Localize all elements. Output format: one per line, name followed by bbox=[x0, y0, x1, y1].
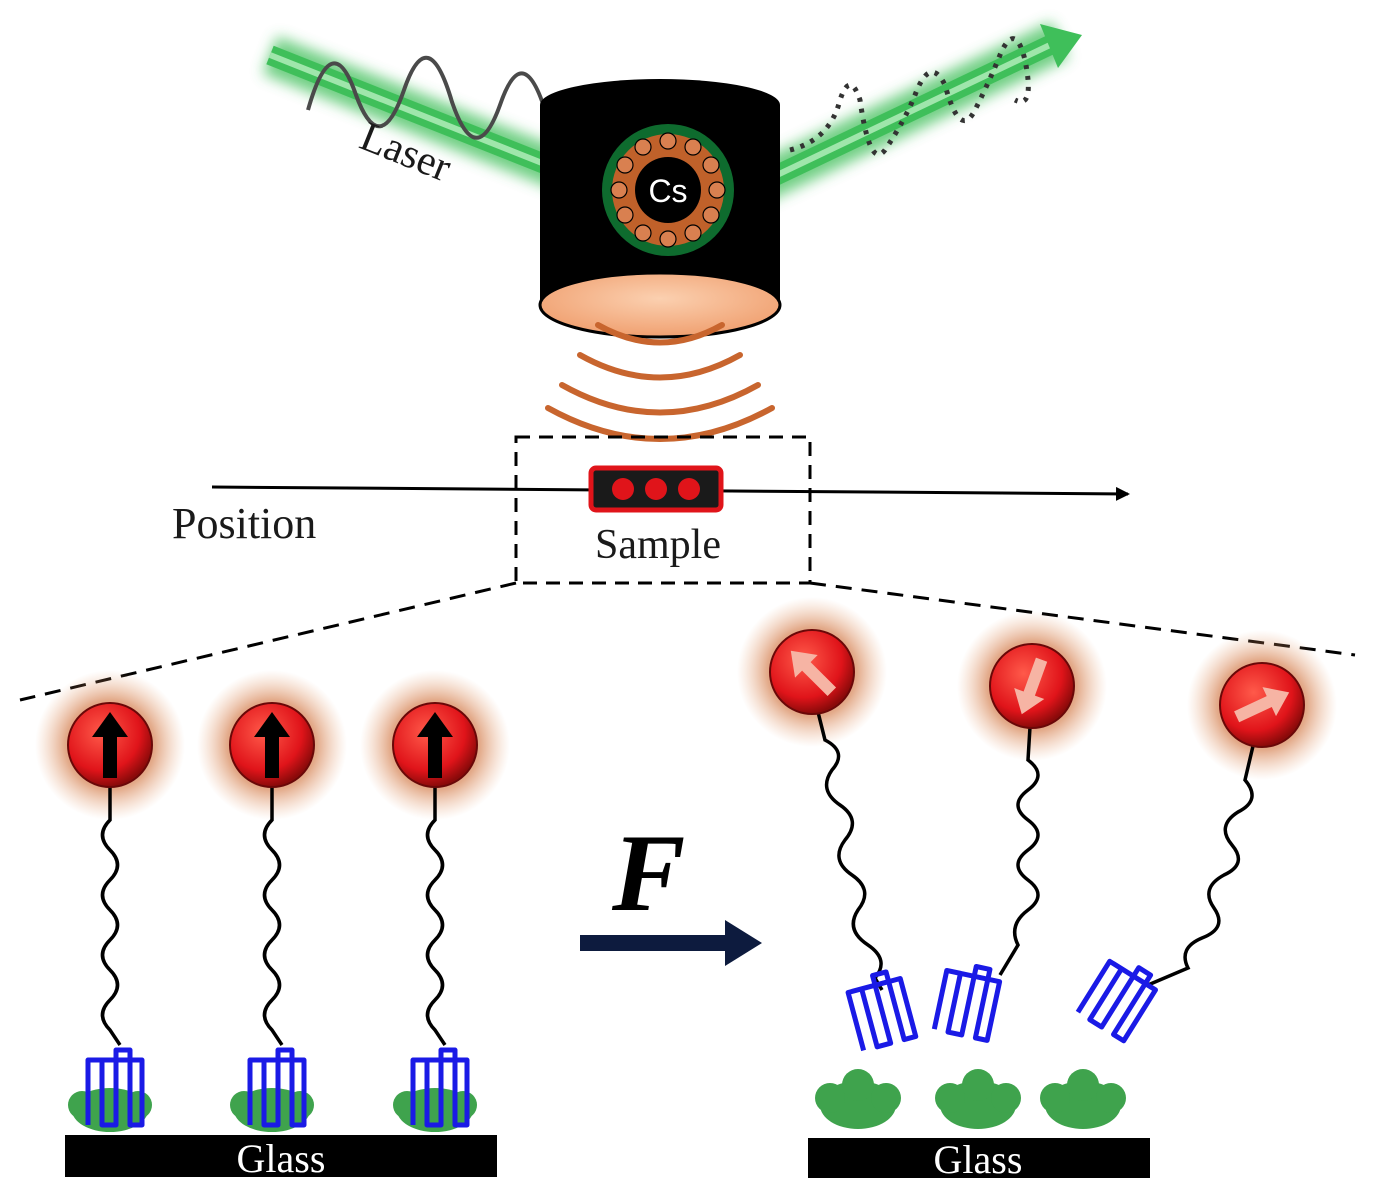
arrow-icon bbox=[92, 712, 128, 778]
glass-label-left: Glass bbox=[237, 1136, 326, 1181]
magnetic-bead-5 bbox=[989, 643, 1075, 729]
zoom-line-right bbox=[809, 581, 1356, 657]
cs-atoms bbox=[610, 132, 726, 248]
glass-substrate-left bbox=[65, 1135, 497, 1177]
cs-label: Cs bbox=[648, 173, 687, 209]
arrow-icon bbox=[254, 712, 290, 778]
magnetic-bead-2 bbox=[229, 702, 315, 788]
force-arrow bbox=[580, 920, 762, 966]
dotted-wave-icon bbox=[789, 36, 1031, 157]
atomic-sensor: Cs bbox=[538, 79, 782, 339]
glass-label-right: Glass bbox=[934, 1137, 1023, 1182]
laser-arrowhead bbox=[1040, 24, 1082, 68]
bound-state-panel: Glass bbox=[35, 670, 510, 1181]
sample-label: Sample bbox=[595, 522, 721, 568]
arrow-icon bbox=[1014, 657, 1048, 715]
arrow-icon bbox=[1234, 687, 1290, 723]
magnetic-bead-4 bbox=[769, 629, 855, 715]
arrow-icon bbox=[417, 712, 453, 778]
sensor-lens bbox=[538, 271, 782, 339]
position-label: Position bbox=[172, 499, 316, 548]
sample bbox=[588, 465, 724, 513]
glass-substrate-right bbox=[808, 1138, 1150, 1178]
zoom-box bbox=[514, 435, 812, 585]
ligand-blobs-right bbox=[815, 1069, 1126, 1129]
magnetic-field-waves bbox=[545, 322, 775, 442]
force-label: F bbox=[611, 812, 685, 934]
unbound-state-panel: Glass bbox=[737, 597, 1337, 1182]
arrow-icon bbox=[790, 650, 837, 697]
magnetic-bead-6 bbox=[1219, 662, 1305, 748]
receptor-loops-detached bbox=[845, 958, 1158, 1052]
receptor-loops bbox=[85, 1047, 470, 1128]
magnetic-bead-3 bbox=[392, 702, 478, 788]
magnetic-bead-1 bbox=[67, 702, 153, 788]
laser-beam-exit bbox=[726, 21, 1082, 214]
